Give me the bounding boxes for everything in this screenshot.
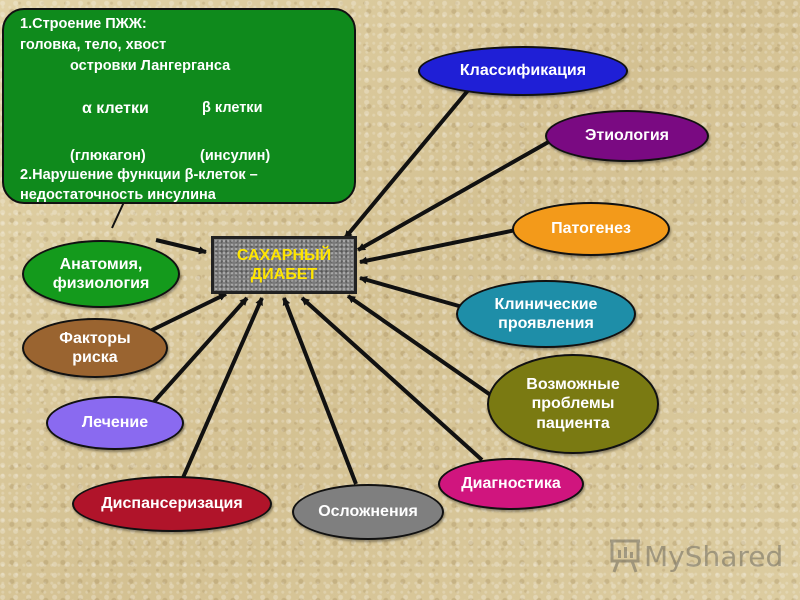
node-complications: Осложнения: [292, 484, 444, 540]
node-anatomy: Анатомия, физиология: [22, 240, 180, 308]
myshared-watermark: MyShared: [608, 536, 783, 576]
node-patient-problems: Возможные проблемы пациента: [487, 354, 659, 454]
note-alpha-cells: α клетки: [82, 100, 149, 117]
node-anatomy-label: Анатомия, физиология: [52, 255, 150, 292]
node-dispensary: Диспансеризация: [72, 476, 272, 532]
node-treatment: Лечение: [46, 396, 184, 450]
arrow-problems: [346, 294, 494, 398]
myshared-logo-text: MyShared: [644, 540, 784, 573]
note-insulin: (инсулин): [200, 148, 271, 164]
arrow-classification: [343, 86, 472, 240]
arrow-treatment: [150, 296, 249, 406]
note-line-parts: головка, тело, хвост: [20, 37, 167, 53]
node-classification: Классификация: [418, 46, 628, 96]
arrow-diagnostics: [300, 296, 484, 462]
node-treatment-label: Лечение: [81, 414, 149, 432]
note-beta-cells: β клетки: [202, 100, 263, 116]
node-risk-factors-label: Факторы риска: [59, 329, 131, 366]
anatomy-note-box: 1.Строение ПЖЖ: головка, тело, хвост ост…: [2, 8, 356, 204]
arrow-pathogenesis: [359, 228, 517, 265]
presentation-board-icon: [610, 539, 640, 573]
note-line-dysfunction: 2.Нарушение функции β-клеток –: [20, 167, 258, 183]
node-patient-problems-label: Возможные проблемы пациента: [526, 376, 620, 432]
node-clinical: Клинические проявления: [456, 280, 636, 348]
node-complications-label: Осложнения: [318, 503, 418, 521]
center-label: САХАРНЫЙ ДИАБЕТ: [236, 246, 332, 283]
arrow-etiology: [357, 138, 553, 252]
arrow-clinical: [359, 276, 467, 310]
node-clinical-label: Клинические проявления: [494, 295, 598, 332]
center-diabetes-box: САХАРНЫЙ ДИАБЕТ: [211, 236, 357, 294]
node-pathogenesis-label: Патогенез: [551, 220, 631, 238]
node-classification-label: Классификация: [459, 62, 587, 80]
note-pointer-line: [111, 201, 125, 229]
arrow-anatomy: [155, 238, 207, 255]
node-diagnostics-label: Диагностика: [461, 475, 561, 493]
node-etiology: Этиология: [545, 110, 709, 162]
note-line-islets: островки Лангерганса: [70, 58, 231, 74]
node-pathogenesis: Патогенез: [512, 202, 670, 256]
node-dispensary-label: Диспансеризация: [101, 495, 243, 513]
node-diagnostics: Диагностика: [438, 458, 584, 510]
node-etiology-label: Этиология: [585, 127, 669, 145]
node-risk-factors: Факторы риска: [22, 318, 168, 378]
arrow-complications: [282, 297, 358, 485]
note-line-structure: 1.Строение ПЖЖ:: [20, 16, 147, 32]
note-glucagon: (глюкагон): [70, 148, 146, 164]
note-line-deficiency: недостаточность инсулина: [20, 187, 216, 203]
arrow-dispensary: [180, 297, 264, 481]
arrow-risk: [147, 292, 227, 334]
